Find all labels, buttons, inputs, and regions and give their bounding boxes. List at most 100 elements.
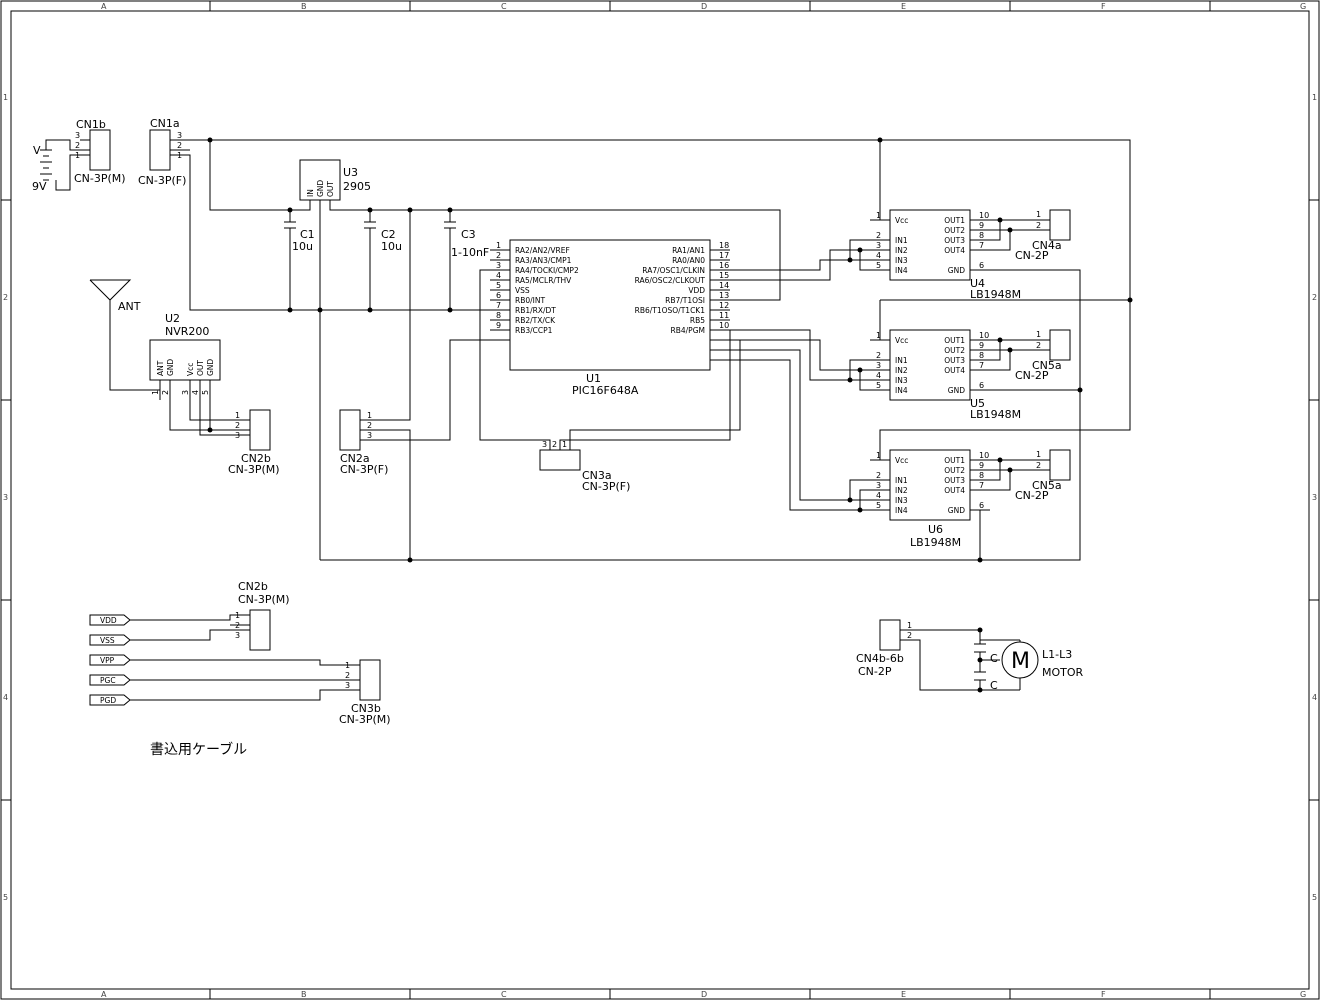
pin-name: IN3 xyxy=(895,376,908,385)
component-value: NVR200 xyxy=(165,325,209,338)
pin-number: 3 xyxy=(181,390,190,395)
pin-number: 2 xyxy=(367,421,372,430)
pin-number: 10 xyxy=(719,321,729,330)
u1-pin-list: 1RA2/AN2/VREF2RA3/AN3/CMP13RA4/TOCKI/CMP… xyxy=(490,241,730,335)
net-port-label: VSS xyxy=(100,636,115,645)
pin-number: 2 xyxy=(496,251,501,260)
pin-number: 16 xyxy=(719,261,729,270)
connector-cn3b-cable: 1 2 3 CN3b CN-3P(M) xyxy=(339,659,391,726)
pin-number: 8 xyxy=(979,471,984,480)
pin-name: IN1 xyxy=(895,356,908,365)
pin-number: 2 xyxy=(345,671,350,680)
motor-driver-u5: 1Vcc2IN13IN24IN35IN410OUT19OUT28OUT37OUT… xyxy=(870,329,1021,421)
component-value: CN-3P(M) xyxy=(238,593,290,606)
pin-number: 9 xyxy=(496,321,501,330)
motor-section: 1 2 CN4b-6b CN-2P C C M L1-L3 MOTOR xyxy=(856,619,1084,692)
component-value: LB1948M xyxy=(970,408,1021,421)
pin-name: Vcc xyxy=(895,456,908,465)
component-value: 2905 xyxy=(343,180,371,193)
pin-number: 1 xyxy=(177,151,182,160)
connector-cn2b: 1 2 3 CN2b CN-3P(M) xyxy=(228,409,280,476)
pin-number: 6 xyxy=(979,501,984,510)
pin-number: 13 xyxy=(719,291,729,300)
component-ref: C1 xyxy=(300,228,315,241)
pin-number: 1 xyxy=(876,331,881,340)
u4-pin-list: 1Vcc2IN13IN24IN35IN410OUT19OUT28OUT37OUT… xyxy=(870,211,990,275)
pin-name: IN4 xyxy=(895,506,908,515)
pin-name: GND xyxy=(948,386,965,395)
pin-number: 8 xyxy=(496,311,501,320)
component-ref: CN3b xyxy=(351,702,381,715)
pin-number: 7 xyxy=(979,361,984,370)
pin-number: 15 xyxy=(719,271,729,280)
pin-name: IN2 xyxy=(895,486,908,495)
pin-number: 12 xyxy=(719,301,729,310)
pin-number: 1 xyxy=(1036,450,1041,459)
component-ref: CN1b xyxy=(76,118,106,131)
row-label-right: 1 xyxy=(1312,93,1317,102)
net-port xyxy=(89,654,131,666)
component-value: CN-2P xyxy=(1015,249,1049,262)
pin-number: 6 xyxy=(979,381,984,390)
pin-name: OUT xyxy=(196,360,205,376)
pin-name: VDD xyxy=(688,286,705,295)
row-label-right: 4 xyxy=(1312,693,1317,702)
pin-number: 1 xyxy=(235,611,240,620)
col-label-bottom: C xyxy=(501,990,507,999)
component-value: CN-3P(M) xyxy=(339,713,391,726)
programming-cable: 1 2 3 CN2b CN-3P(M) 1 2 3 CN3b CN-3P(M) … xyxy=(89,580,391,758)
u5-pin-list: 1Vcc2IN13IN24IN35IN410OUT19OUT28OUT37OUT… xyxy=(870,331,990,395)
battery-label: V xyxy=(33,144,41,157)
component-ref: CN4a xyxy=(1032,239,1062,252)
connector-cn3a: 3 2 1 CN3a CN-3P(F) xyxy=(539,440,630,493)
pin-number: 1 xyxy=(876,451,881,460)
component-ref: C3 xyxy=(461,228,476,241)
component-ref: CN1a xyxy=(150,117,180,130)
pin-number: 18 xyxy=(719,241,729,250)
row-label-right: 5 xyxy=(1312,893,1317,902)
pin-number: 14 xyxy=(719,281,729,290)
pin-number: 1 xyxy=(496,241,501,250)
row-label-left: 4 xyxy=(3,693,8,702)
pin-number: 3 xyxy=(235,631,240,640)
component-ref: U1 xyxy=(586,372,601,385)
component-value: 10u xyxy=(292,240,313,253)
pin-number: 6 xyxy=(979,261,984,270)
pin-name: OUT2 xyxy=(944,226,965,235)
net-port xyxy=(89,634,131,646)
pin-number: 1 xyxy=(907,621,912,630)
pin-name: RB4/PGM xyxy=(671,326,705,335)
component-value: 1-10nF xyxy=(451,246,489,259)
pin-number: 1 xyxy=(367,411,372,420)
pin-name: IN1 xyxy=(895,236,908,245)
pin-number: 8 xyxy=(979,231,984,240)
pin-number: 3 xyxy=(177,131,182,140)
pin-number: 1 xyxy=(1036,330,1041,339)
pin-number: 2 xyxy=(235,421,240,430)
row-label-left: 5 xyxy=(3,893,8,902)
pin-name: Vcc xyxy=(895,216,908,225)
row-label-left: 3 xyxy=(3,493,8,502)
component-ref: CN2a xyxy=(340,452,370,465)
capacitor-label: C xyxy=(990,679,998,692)
pin-number: 2 xyxy=(876,231,881,240)
col-label-bottom: A xyxy=(101,990,107,999)
pin-number: 4 xyxy=(496,271,501,280)
component-ref: CN5a xyxy=(1032,479,1062,492)
pin-number: 5 xyxy=(876,261,881,270)
row-label-left: 2 xyxy=(3,293,8,302)
motor-driver-u6: 1Vcc2IN13IN24IN35IN410OUT19OUT28OUT37OUT… xyxy=(870,449,990,549)
pin-number: 5 xyxy=(876,381,881,390)
pin-number: 2 xyxy=(907,631,912,640)
motor-driver-u4: 1Vcc2IN13IN24IN35IN410OUT19OUT28OUT37OUT… xyxy=(870,209,1021,301)
pin-name: OUT2 xyxy=(944,346,965,355)
pin-name: RA5/MCLR/THV xyxy=(515,276,572,285)
pin-number: 4 xyxy=(191,390,200,395)
pin-name: GND xyxy=(166,359,175,376)
component-value: CN-3P(F) xyxy=(582,480,630,493)
connector-cn4b-6b: 1 2 CN4b-6b CN-2P xyxy=(856,619,912,678)
pin-name: OUT3 xyxy=(944,236,965,245)
regulator-u3: IN GND OUT U3 2905 xyxy=(299,159,371,201)
